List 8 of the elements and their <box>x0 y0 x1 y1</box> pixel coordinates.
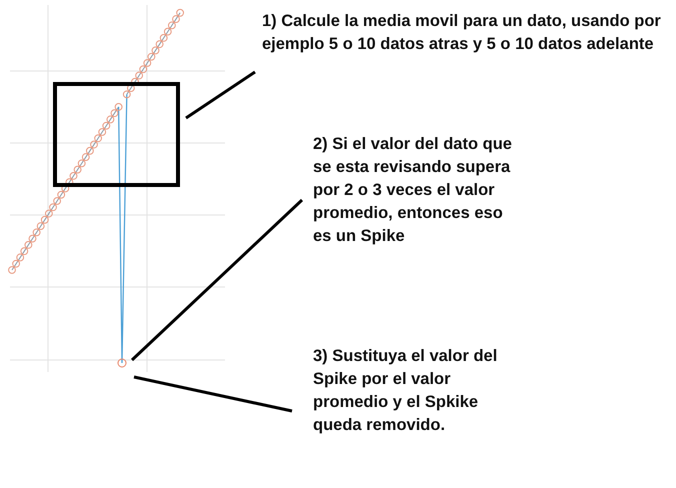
leader-line <box>134 376 292 412</box>
window-box <box>53 82 180 187</box>
leader-line <box>185 70 256 120</box>
annotation-text: 1) Calcule la media movil para un dato, usando por ejemplo 5 o 10 datos atras y 5 o 10 datos adelante <box>262 10 674 56</box>
leader-line <box>130 198 304 362</box>
annotation-text: 2) Si el valor del dato que se esta revisando supera por 2 o 3 veces el valor promedio, entonces eso es un Spike <box>313 133 523 248</box>
annotation-text: 3) Sustituya el valor del Spike por el valor promedio y el Spkike queda removido. <box>313 345 528 437</box>
spike-point <box>118 358 126 368</box>
